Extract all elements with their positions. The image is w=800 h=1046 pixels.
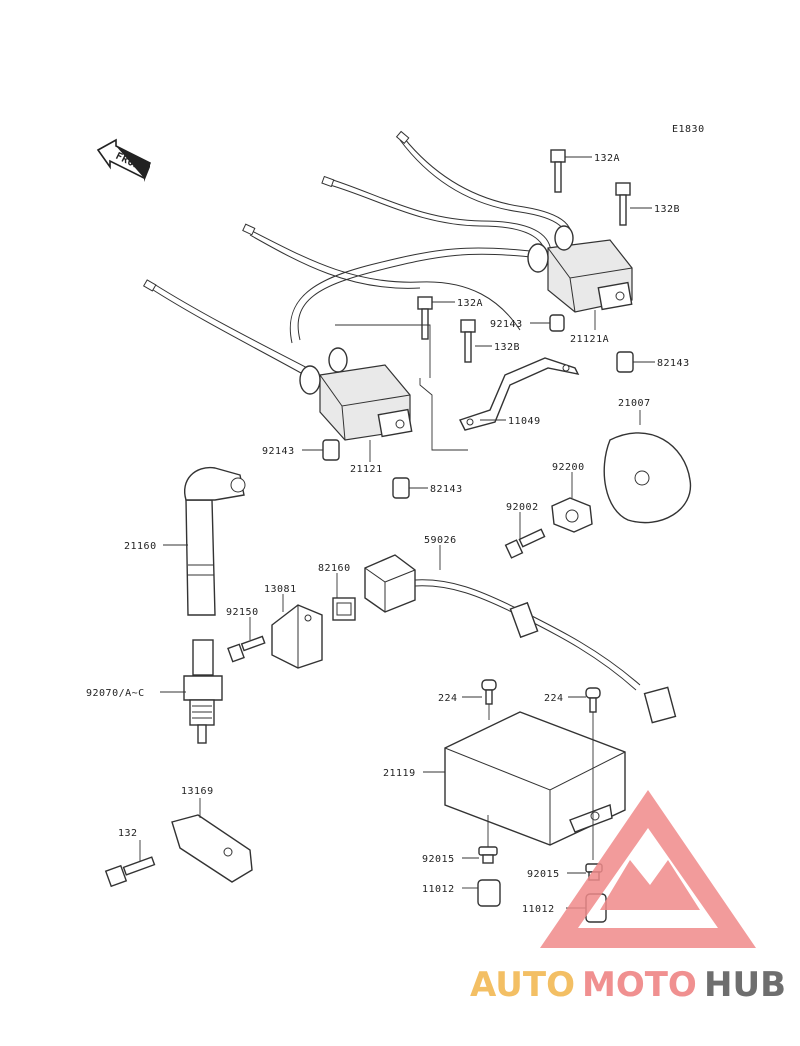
ignition-coil-lower <box>299 347 413 441</box>
part-label: 92200 <box>552 462 585 473</box>
collar-11012-left <box>477 879 501 907</box>
collar-82143-lower <box>392 477 410 499</box>
front-arrow-icon: FRONT <box>96 138 152 182</box>
bolt-132b-upper <box>615 182 631 226</box>
bolt-92002 <box>504 528 546 559</box>
ignition-coil-upper <box>527 225 633 313</box>
part-label: 21119 <box>383 768 416 779</box>
part-label: 132 <box>118 828 138 839</box>
part-label: 92070/A~C <box>86 688 145 699</box>
bracket-13081 <box>271 604 323 669</box>
part-label: 13169 <box>181 786 214 797</box>
watermark-moto: MOTO <box>582 965 697 1005</box>
ignition-leads <box>142 130 572 379</box>
part-label: 92002 <box>506 502 539 513</box>
part-label: 11012 <box>422 884 455 895</box>
spark-plug-cap-21160 <box>184 466 246 616</box>
collar-92143-upper <box>549 314 565 332</box>
part-label: 11012 <box>522 904 555 915</box>
part-label: 82143 <box>430 484 463 495</box>
watermark-auto: AUTO <box>470 965 575 1005</box>
collar-82143-upper <box>616 351 634 373</box>
part-label: 21160 <box>124 541 157 552</box>
part-label: 13081 <box>264 584 297 595</box>
part-labels: 132A 132B 132A 132B 92143 21121A 82143 1… <box>86 153 690 915</box>
grommet-92015-left <box>478 846 498 864</box>
part-label: 224 <box>544 693 564 704</box>
part-label: 224 <box>438 693 458 704</box>
part-label: 82160 <box>318 563 351 574</box>
ic-igniter-21119 <box>444 711 626 846</box>
bolt-132b-lower <box>460 319 476 363</box>
screw-224-left <box>481 679 497 705</box>
bolt-132a-upper <box>550 149 566 193</box>
diagram-code: E1830 <box>672 124 705 135</box>
part-label: 92150 <box>226 607 259 618</box>
spark-plug-92070 <box>183 639 223 744</box>
part-label: 132A <box>457 298 483 309</box>
part-label: 92143 <box>490 319 523 330</box>
pickup-coil-59026 <box>364 554 677 724</box>
part-label: 132B <box>494 342 520 353</box>
part-label: 11049 <box>508 416 541 427</box>
part-label: 21121A <box>570 334 609 345</box>
bolt-132a-lower <box>417 296 433 340</box>
part-label: 92143 <box>262 446 295 457</box>
part-label: 132A <box>594 153 620 164</box>
collar-92143-lower <box>322 439 340 461</box>
clip-82160 <box>332 597 356 621</box>
bracket-11049 <box>459 357 580 431</box>
screw-224-right <box>585 687 601 713</box>
watermark-logo-icon <box>540 790 756 948</box>
leader-lines <box>139 156 655 909</box>
watermark-hub: HUB <box>704 965 786 1005</box>
bracket-13169 <box>171 814 253 883</box>
bolt-132 <box>104 856 156 888</box>
part-label: 21007 <box>618 398 651 409</box>
part-label: 132B <box>654 204 680 215</box>
part-label: 92015 <box>422 854 455 865</box>
timing-rotor-21007 <box>603 432 692 524</box>
part-label: 82143 <box>657 358 690 369</box>
watermark: AUTO MOTO HUB <box>470 790 786 1005</box>
part-label: 21121 <box>350 464 383 475</box>
part-label: 92015 <box>527 869 560 880</box>
bolt-92150 <box>227 635 266 663</box>
part-label: 59026 <box>424 535 457 546</box>
nut-92200 <box>551 497 593 533</box>
